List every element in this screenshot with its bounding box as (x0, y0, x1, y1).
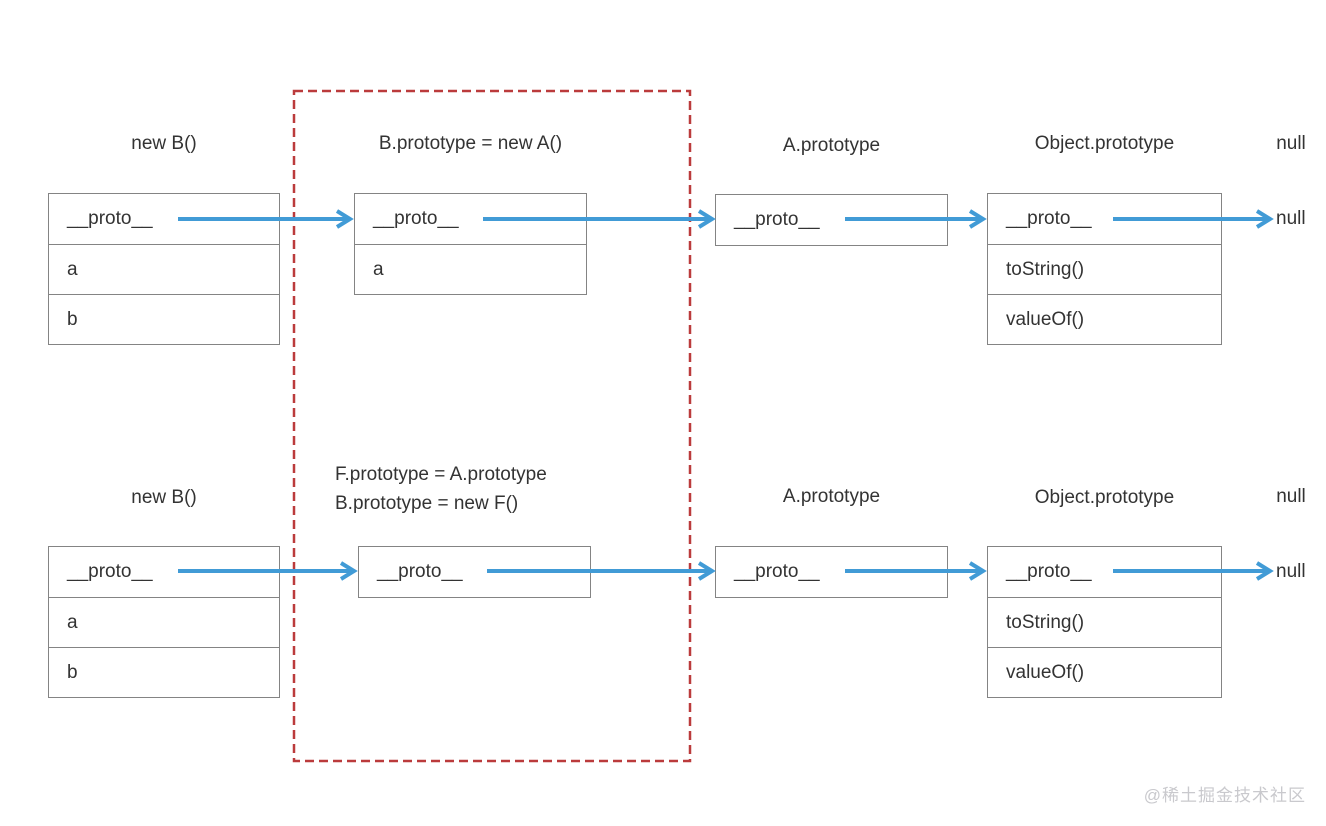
property-row-proto: __proto__ (734, 561, 820, 582)
object-box-new-b-bottom: __proto__ a b (48, 546, 280, 698)
object-box-b-prototype-bottom: __proto__ (358, 546, 591, 598)
property-row-b: b (49, 647, 279, 697)
property-row-proto: __proto__ (1006, 561, 1092, 582)
object-box-object-prototype-bottom: __proto__ toString() valueOf() (987, 546, 1222, 698)
title-null-top: null (1276, 133, 1306, 154)
null-terminal-top: null (1276, 208, 1306, 229)
title-a-prototype-bottom: A.prototype (782, 486, 881, 507)
object-box-object-prototype-top: __proto__ toString() valueOf() (987, 193, 1222, 345)
property-row-valueof: valueOf() (988, 647, 1221, 697)
property-row-valueof: valueOf() (988, 294, 1221, 344)
null-terminal-bottom: null (1276, 561, 1306, 582)
property-row-proto: __proto__ (1006, 208, 1092, 229)
property-row-a: a (49, 597, 279, 647)
highlight-dashed-region (292, 89, 692, 763)
title-f-prototype-line1: F.prototype = A.prototype (335, 464, 547, 485)
property-row-tostring: toString() (988, 597, 1221, 647)
object-box-b-prototype-top: __proto__ a (354, 193, 587, 295)
title-new-b-bottom: new B() (131, 487, 197, 508)
property-row-proto: __proto__ (67, 208, 153, 229)
title-object-prototype-top: Object.prototype (1034, 133, 1175, 154)
title-b-prototype-new-a: B.prototype = new A() (378, 133, 563, 154)
object-box-a-prototype-top: __proto__ (715, 194, 948, 246)
title-new-b-top: new B() (131, 133, 197, 154)
property-row-proto: __proto__ (734, 209, 820, 230)
property-row-proto: __proto__ (67, 561, 153, 582)
title-f-prototype-lines: F.prototype = A.prototype B.prototype = … (335, 460, 547, 518)
property-row-proto: __proto__ (373, 208, 459, 229)
title-a-prototype-top: A.prototype (782, 135, 881, 156)
watermark: @稀土掘金技术社区 (1143, 786, 1306, 805)
property-row-proto: __proto__ (377, 561, 463, 582)
object-box-new-b-top: __proto__ a b (48, 193, 280, 345)
property-row-tostring: toString() (988, 244, 1221, 294)
title-null-bottom: null (1276, 486, 1306, 507)
property-row-a: a (49, 244, 279, 294)
property-row-a: a (355, 244, 586, 294)
property-row-b: b (49, 294, 279, 344)
title-f-prototype-line2: B.prototype = new F() (335, 493, 519, 514)
title-object-prototype-bottom: Object.prototype (1034, 487, 1175, 508)
object-box-a-prototype-bottom: __proto__ (715, 546, 948, 598)
